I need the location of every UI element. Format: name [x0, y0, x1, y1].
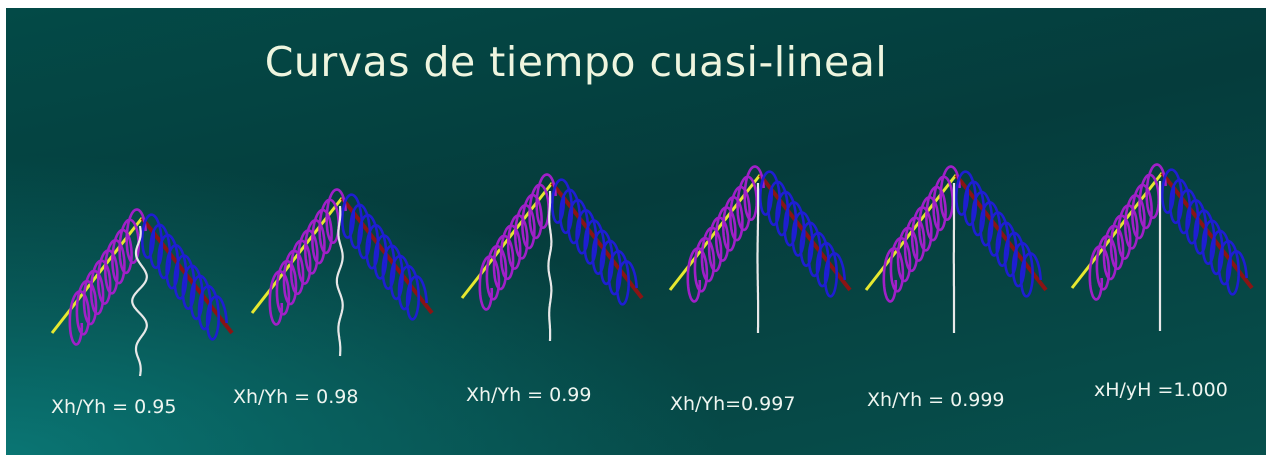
ratio-label-3: Xh/Yh = 0.99: [466, 384, 592, 406]
slide-title: Curvas de tiempo cuasi-lineal: [264, 38, 888, 86]
white-time-curve: [756, 183, 760, 333]
coil-figure-2: [250, 188, 434, 357]
magenta-coil: [268, 188, 347, 326]
coil-panel-6: [1064, 158, 1266, 373]
ratio-label-1: Xh/Yh = 0.95: [51, 396, 177, 418]
ratio-label-6: xH/yH =1.000: [1094, 379, 1228, 401]
white-time-curve: [335, 205, 344, 357]
blue-coil: [140, 213, 228, 341]
coil-figure-3: [460, 173, 644, 341]
coil-panel-5: [858, 160, 1063, 375]
magenta-coil: [882, 165, 961, 303]
blue-coil: [1160, 168, 1248, 296]
magenta-coil: [68, 208, 147, 346]
magenta-coil: [1088, 163, 1167, 301]
blue-coil: [340, 193, 428, 321]
ratio-label-5: Xh/Yh = 0.999: [867, 389, 1005, 411]
coil-figure-6: [1070, 163, 1254, 331]
coil-panel-2: [244, 183, 449, 398]
coil-figure-1: [50, 208, 234, 377]
white-time-curve: [547, 191, 553, 341]
white-time-curve: [131, 225, 148, 377]
blue-coil: [954, 170, 1042, 298]
coil-panel-3: [454, 168, 659, 383]
magenta-coil: [686, 165, 765, 303]
coil-panel-1: [44, 203, 249, 418]
coil-figure-5: [864, 165, 1048, 333]
blue-coil: [550, 178, 638, 306]
blue-coil: [758, 170, 846, 298]
coil-figure-4: [668, 165, 852, 333]
ratio-label-4: Xh/Yh=0.997: [670, 393, 796, 415]
slide: Curvas de tiempo cuasi-lineal Xh/Yh = 0.…: [6, 8, 1266, 455]
magenta-coil: [478, 173, 557, 311]
ratio-label-2: Xh/Yh = 0.98: [233, 386, 359, 408]
coil-panel-4: [662, 160, 867, 375]
